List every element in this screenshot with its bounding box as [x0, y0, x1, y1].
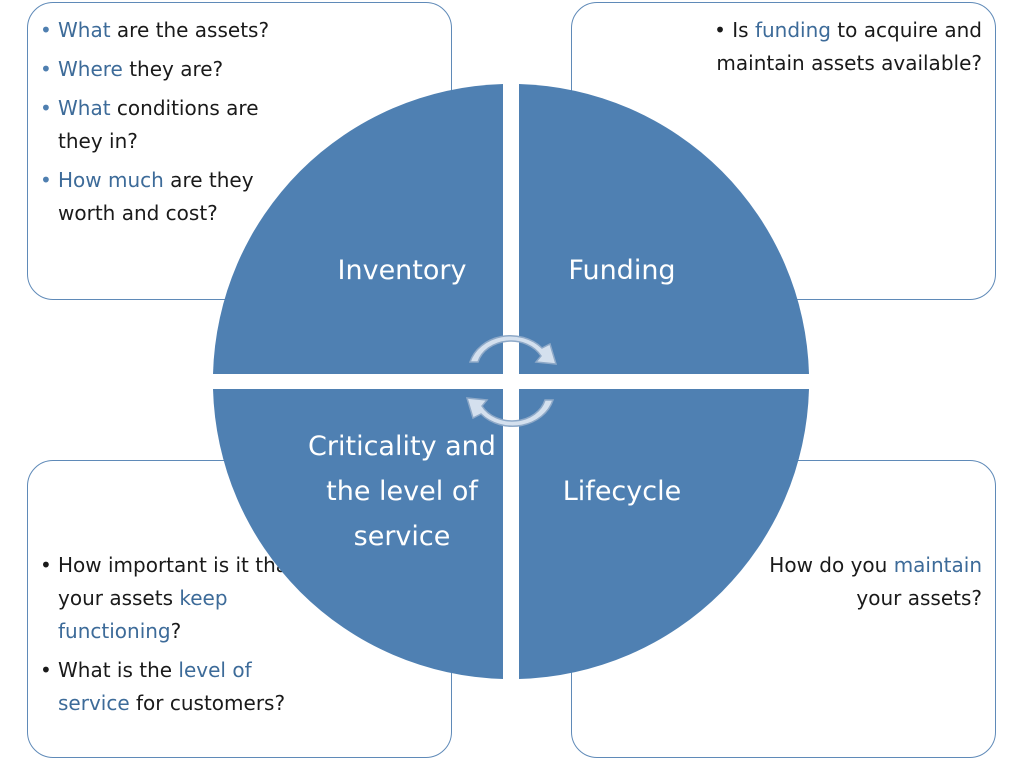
criticality-question: What is the level of service for custome… [40, 654, 303, 720]
funding-quadrant [519, 84, 809, 374]
inventory-questions: What are the assets? Where they are? Wha… [40, 14, 370, 236]
inventory-question: What are the assets? [40, 14, 370, 47]
inventory-label: Inventory [338, 255, 467, 286]
criticality-label-line-1: Criticality and [308, 431, 496, 462]
criticality-question: How important is it that your assets kee… [40, 549, 298, 648]
funding-label: Funding [568, 255, 675, 286]
criticality-label-line-2: the level of [326, 476, 479, 507]
inventory-question: What conditions are they in? [40, 92, 273, 158]
criticality-quadrant [213, 389, 503, 679]
lifecycle-label: Lifecycle [563, 476, 681, 507]
funding-question: • Is funding to acquire and maintain ass… [714, 18, 982, 75]
criticality-label-line-3: service [354, 521, 451, 552]
inventory-question: How much are they worth and cost? [40, 164, 268, 230]
criticality-questions: How important is it that your assets kee… [40, 549, 340, 726]
cycle-arrows-icon [465, 335, 558, 427]
inventory-quadrant [213, 84, 503, 374]
lifecycle-quadrant [519, 389, 809, 679]
lifecycle-question: How do you maintain your assets? [769, 553, 982, 610]
inventory-question: Where they are? [40, 53, 370, 86]
